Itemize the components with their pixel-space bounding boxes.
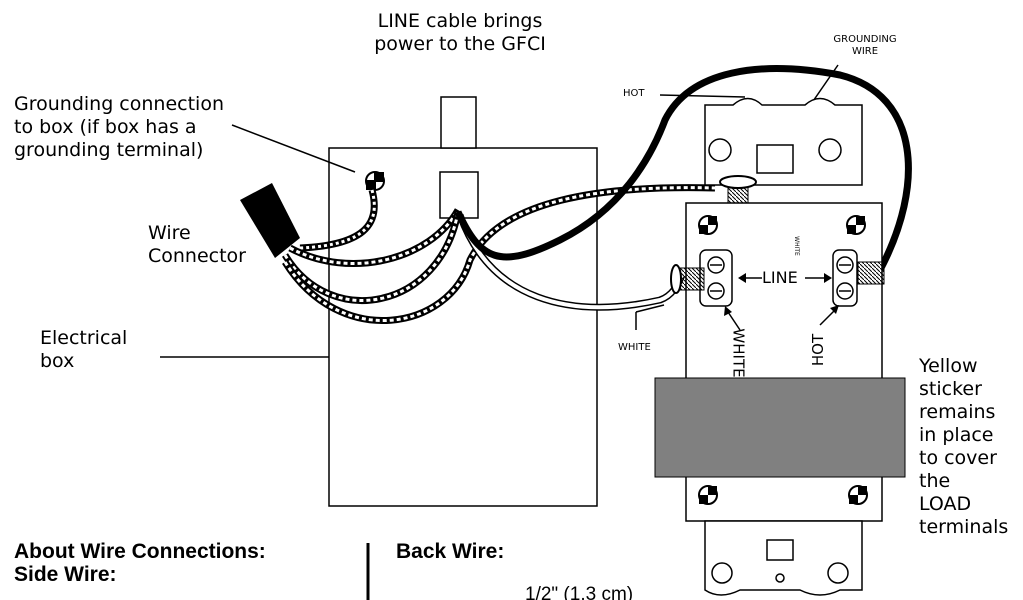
white-terminal-label: WHITE <box>729 328 748 378</box>
hot-terminal-label: HOT <box>809 333 828 367</box>
tiny-white-label: WHITE <box>792 236 800 256</box>
back-wire-heading: Back Wire: <box>396 540 505 563</box>
cable-clamp <box>440 96 477 149</box>
hot-wire <box>454 65 912 272</box>
white-pointer-2 <box>635 304 665 313</box>
about-heading: About Wire Connections:Side Wire: <box>14 540 266 586</box>
wire-connector <box>240 183 300 258</box>
gfci-receptacle <box>670 97 885 596</box>
grounding-connection-label: Grounding connection to box (if box has … <box>14 93 224 161</box>
white-wire-label: WHITE <box>618 342 651 353</box>
line-terminal-label: LINE <box>762 268 798 287</box>
hot-pointer <box>659 94 746 98</box>
hot-wire-label: HOT <box>623 88 645 99</box>
yellow-sticker <box>654 377 906 478</box>
yellow-sticker-label: Yellow sticker remains in place to cover… <box>919 355 1009 538</box>
measurement-label: 1/2" (1.3 cm) <box>525 584 634 600</box>
grounding-connection-pointer <box>231 124 356 173</box>
